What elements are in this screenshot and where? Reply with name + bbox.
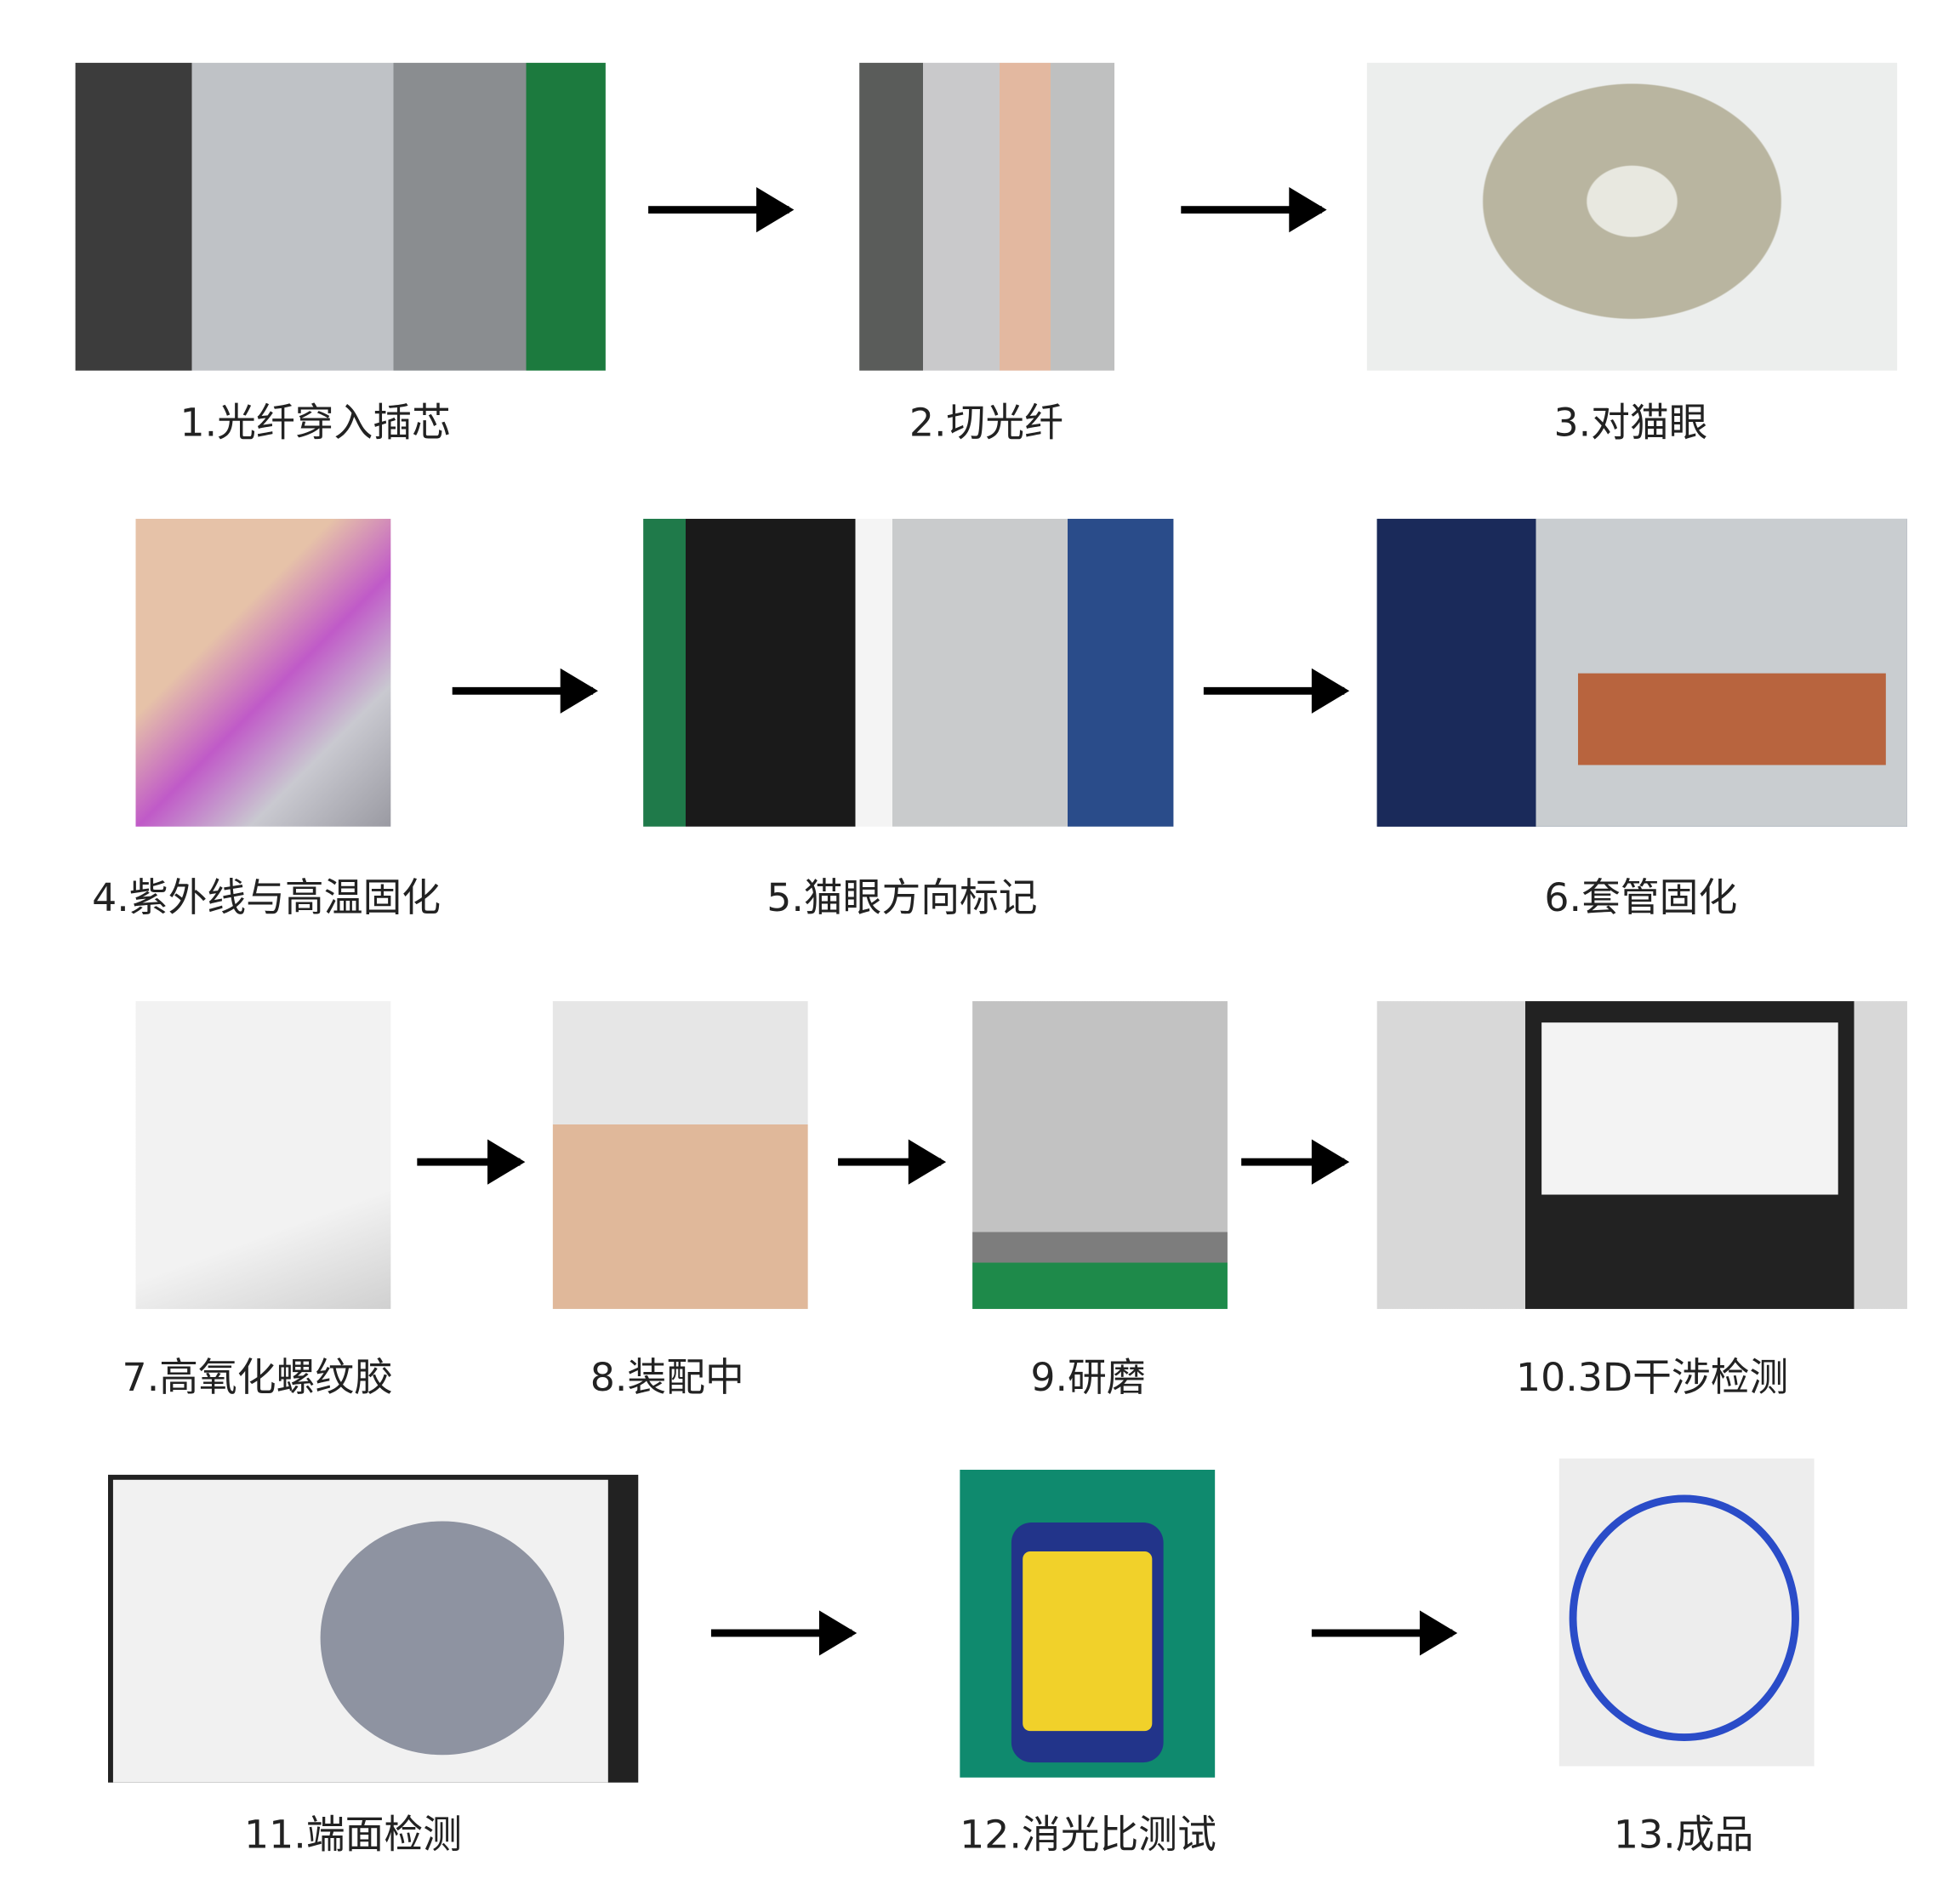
step-4-label: 4.紫外线与高温固化 [92,875,442,921]
step-5-photo [643,518,1174,827]
step-7-photo [135,1001,391,1309]
arrow-right-icon [648,187,795,233]
step-6-photo [1376,518,1907,827]
step-11-label: 11.端面检测 [244,1813,462,1858]
arrow-right-icon [710,1610,858,1656]
step-3-label: 3.对猫眼 [1553,401,1708,447]
arrow-right-icon [417,1139,526,1185]
step-10-label: 10.3D干涉检测 [1515,1355,1789,1401]
step-13-photo [1558,1458,1815,1767]
step-12-label: 12.消光比测试 [960,1813,1216,1858]
arrow-right-icon [1311,1610,1458,1656]
arrow-right-icon [838,1139,947,1185]
step-4-photo [135,518,391,827]
step-9-label: 9.研磨 [1030,1355,1146,1401]
step-13-label: 13.成品 [1613,1813,1754,1858]
arrow-right-icon [1203,668,1350,714]
step-10-photo [1376,1001,1907,1309]
step-6-label: 6.套管固化 [1544,875,1738,921]
step-8-photo [552,1001,808,1309]
arrow-right-icon [1241,1139,1350,1185]
step-7-label: 7.高氧化螺纹胶 [122,1355,393,1401]
step-5-label: 5.猫眼方向标记 [766,875,1038,921]
step-2-label: 2.切光纤 [909,401,1063,447]
step-2-photo [859,62,1115,371]
arrow-right-icon [1181,187,1327,233]
step-12-photo [960,1469,1216,1778]
arrow-right-icon [452,668,599,714]
step-1-label: 1.光纤穿入插芯 [179,401,451,447]
step-3-photo [1366,62,1898,371]
step-1-photo [75,62,606,371]
step-9-photo [972,1001,1228,1309]
step-11-photo [108,1474,639,1783]
step-8-label: 8.装配中 [590,1355,744,1401]
